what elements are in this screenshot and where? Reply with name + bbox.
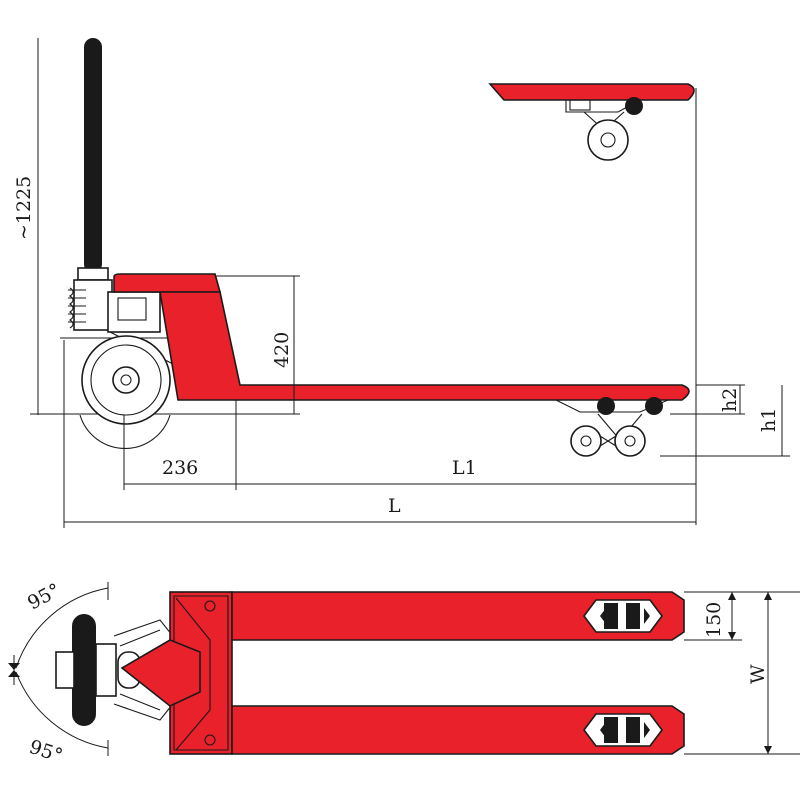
raised-fork-detail <box>488 83 695 161</box>
fork-frame-top <box>120 591 685 755</box>
top-view: 95° 95° <box>8 579 800 767</box>
frame-hood <box>113 273 222 293</box>
roller-window-upper <box>583 599 663 633</box>
height-handle-label: ~1225 <box>13 176 35 240</box>
roller-window-lower <box>583 713 663 747</box>
h2-label: h2 <box>719 388 741 412</box>
steering-arc-bottom <box>15 671 109 749</box>
steering-angle-bottom-label: 95° <box>26 736 65 767</box>
arrow-down-icon <box>8 663 20 670</box>
steering-angle-top-label: 95° <box>24 579 64 614</box>
frame-and-fork <box>159 291 690 401</box>
handle-bar <box>84 38 102 273</box>
fork-length-label: L1 <box>452 457 477 479</box>
fork-upper <box>231 591 685 641</box>
steering-arc-top <box>15 587 109 669</box>
hydraulic-pump <box>60 267 176 366</box>
h1-label: h1 <box>758 408 780 432</box>
fork-lower <box>231 705 685 755</box>
frame-height-label: 420 <box>271 332 293 368</box>
overall-width-label: W <box>747 664 769 684</box>
side-view: ~1225 420 <box>13 38 790 528</box>
steering-wheel <box>79 335 171 449</box>
load-roller-assembly <box>555 397 669 457</box>
fork-width-label: 150 <box>703 602 725 638</box>
total-length-label: L <box>388 495 401 517</box>
wheel-offset-label: 236 <box>162 457 198 479</box>
arrow-up-icon <box>8 670 20 677</box>
